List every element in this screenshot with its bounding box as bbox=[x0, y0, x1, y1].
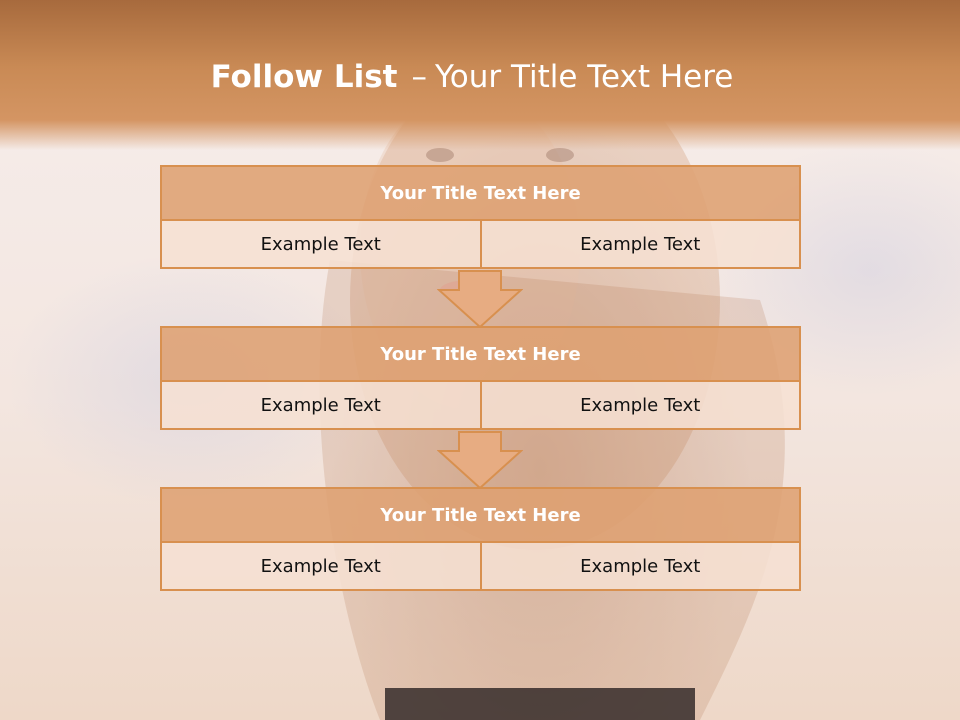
step-title-3: Your Title Text Here bbox=[160, 487, 801, 543]
slide-title-separator: – bbox=[411, 59, 427, 95]
step-row-3: Example Text Example Text bbox=[160, 541, 801, 591]
step-title-2: Your Title Text Here bbox=[160, 326, 801, 382]
step-row-2: Example Text Example Text bbox=[160, 380, 801, 430]
step-block-3: Your Title Text Here Example Text Exampl… bbox=[160, 487, 801, 591]
down-arrow-icon bbox=[437, 270, 523, 328]
step-block-1: Your Title Text Here Example Text Exampl… bbox=[160, 165, 801, 269]
step-block-2: Your Title Text Here Example Text Exampl… bbox=[160, 326, 801, 430]
step-title-1: Your Title Text Here bbox=[160, 165, 801, 221]
step-3-right-text: Example Text bbox=[479, 541, 801, 591]
down-arrow-icon bbox=[437, 431, 523, 489]
step-2-left-text: Example Text bbox=[160, 380, 482, 430]
slide-title: Follow List–Your Title Text Here bbox=[0, 58, 944, 96]
step-1-left-text: Example Text bbox=[160, 219, 482, 269]
step-1-right-text: Example Text bbox=[479, 219, 801, 269]
slide-title-text: Your Title Text Here bbox=[434, 59, 734, 95]
step-row-1: Example Text Example Text bbox=[160, 219, 801, 269]
step-2-right-text: Example Text bbox=[479, 380, 801, 430]
step-3-left-text: Example Text bbox=[160, 541, 482, 591]
title-bar bbox=[0, 0, 960, 150]
slide-title-bold: Follow List bbox=[210, 59, 398, 95]
